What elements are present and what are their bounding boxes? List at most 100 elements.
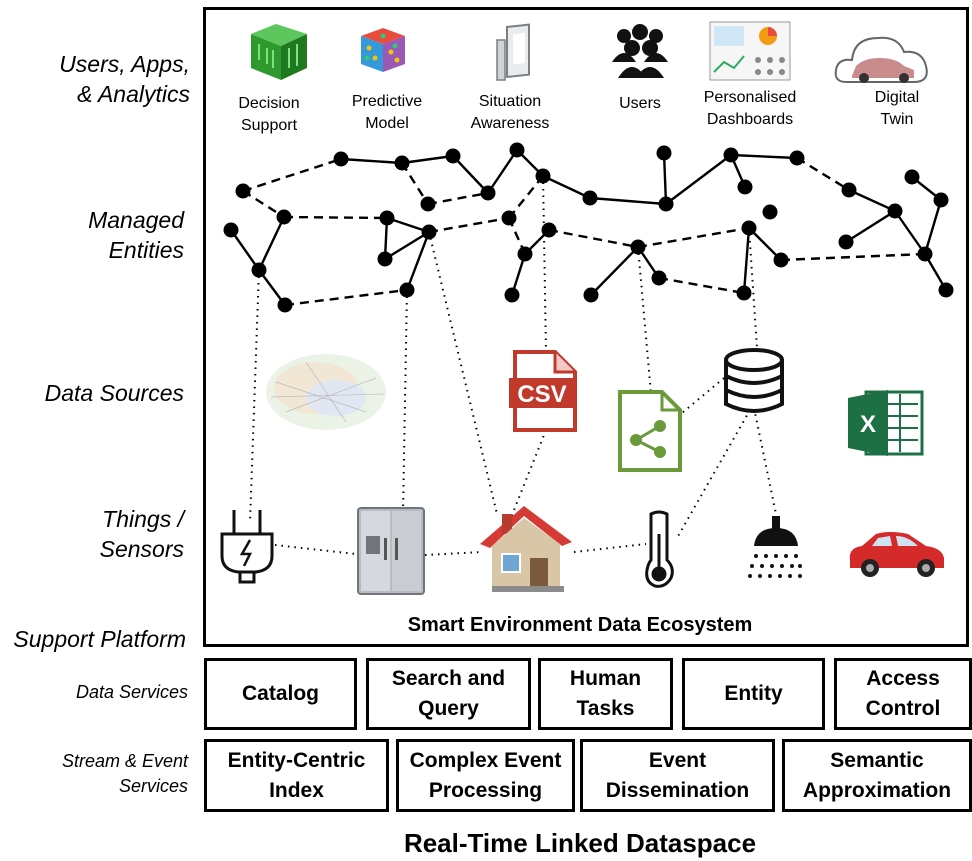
csv-file-icon: CSV xyxy=(509,350,577,432)
app-label-personalised-dashboards: Personalised Dashboards xyxy=(703,89,797,128)
layer-label-data-services: Data Services xyxy=(75,682,188,702)
entity-node xyxy=(277,297,293,313)
app-label-users: Users xyxy=(619,95,661,112)
entity-node xyxy=(333,151,349,167)
entity-node xyxy=(741,220,757,236)
entity-node xyxy=(933,192,949,208)
service-entity: Entity xyxy=(682,658,825,730)
entity-node xyxy=(445,148,461,164)
entity-node xyxy=(223,222,239,238)
entity-node xyxy=(841,182,857,198)
entity-node xyxy=(904,169,920,185)
entity-link-dashed xyxy=(637,226,750,249)
entity-link-solid xyxy=(487,149,518,194)
entity-node xyxy=(651,270,667,286)
source-link-dotted xyxy=(274,544,366,556)
csv-file-text: CSV xyxy=(517,381,566,408)
entity-link-dashed xyxy=(796,156,850,192)
entity-node xyxy=(379,210,395,226)
entity-link-solid xyxy=(923,199,943,255)
entity-node xyxy=(630,239,646,255)
digital-twin-cloud-car-icon xyxy=(834,36,928,83)
service-event-dissemination: Event Dissemination xyxy=(580,739,775,812)
entity-link-solid xyxy=(452,155,489,194)
thermometer-icon xyxy=(645,510,674,588)
source-link-dotted xyxy=(428,231,498,515)
entity-node xyxy=(394,155,410,171)
predictive-model-cube-icon xyxy=(361,28,405,72)
entity-node xyxy=(235,183,251,199)
service-human-tasks-label: Human Tasks xyxy=(569,667,642,720)
source-link-dotted xyxy=(249,269,260,523)
entity-node xyxy=(773,252,789,268)
service-catalog-label: Catalog xyxy=(241,682,319,705)
entity-node xyxy=(276,209,292,225)
entity-link-solid xyxy=(589,196,667,206)
entity-link-solid xyxy=(590,246,639,296)
layer-label-things-sensors: Things / Sensors xyxy=(99,506,184,562)
source-link-dotted xyxy=(676,409,751,539)
entity-node xyxy=(838,234,854,250)
entity-node xyxy=(938,282,954,298)
layer-label-users-apps: Users, Apps, & Analytics xyxy=(59,51,190,107)
entity-link-dashed xyxy=(242,189,285,219)
entity-node xyxy=(420,196,436,212)
source-link-dotted xyxy=(402,289,408,513)
service-semantic-approximation: Semantic Approximation xyxy=(782,739,972,812)
entity-node xyxy=(656,145,672,161)
excel-file-icon: X xyxy=(848,390,924,456)
entity-link-solid xyxy=(665,154,732,205)
entity-node xyxy=(917,246,933,262)
source-link-dotted xyxy=(542,175,547,353)
source-link-dotted xyxy=(509,429,547,521)
layer-label-data-sources: Data Sources xyxy=(44,380,184,406)
ecosystem-title: Smart Environment Data Ecosystem xyxy=(407,614,753,636)
car-icon xyxy=(849,532,944,577)
service-entity-label: Entity xyxy=(724,682,783,705)
entity-link-solid xyxy=(401,154,454,165)
service-entity-centric-index-label: Entity-Centric Index xyxy=(227,748,366,802)
entity-link-dashed xyxy=(242,157,342,193)
entity-node xyxy=(737,179,753,195)
entity-link-dashed xyxy=(427,191,489,206)
users-group-icon xyxy=(612,24,668,78)
entity-node xyxy=(504,287,520,303)
service-access-control-label: Access Control xyxy=(865,667,941,720)
entity-link-dashed xyxy=(658,276,745,295)
entity-link-solid xyxy=(845,209,896,244)
source-link-dotted xyxy=(573,543,647,553)
entity-link-solid xyxy=(230,229,260,271)
app-label-digital-twin: Digital Twin xyxy=(874,89,920,128)
layer-label-stream-event: Stream & Event Services xyxy=(61,751,188,796)
entity-link-dashed xyxy=(508,175,544,219)
entity-link-dashed xyxy=(548,228,639,249)
shared-file-icon xyxy=(618,390,682,472)
dashboard-icon xyxy=(709,21,791,81)
entity-node xyxy=(535,168,551,184)
entity-node xyxy=(583,287,599,303)
app-label-decision-support: Decision Support xyxy=(238,95,300,134)
source-link-dotted xyxy=(424,551,483,556)
entity-node xyxy=(541,222,557,238)
service-human-tasks: Human Tasks xyxy=(538,658,673,730)
source-link-dotted xyxy=(675,377,725,419)
entity-link-solid xyxy=(848,188,896,213)
main-title: Real-Time Linked Dataspace xyxy=(403,828,757,858)
entity-node xyxy=(658,196,674,212)
database-icon xyxy=(724,348,784,413)
knowledge-graph-icon xyxy=(266,354,386,430)
entity-link-solid xyxy=(542,174,591,200)
service-semantic-approximation-label: Semantic Approximation xyxy=(802,748,952,802)
entity-node xyxy=(517,246,533,262)
entity-node xyxy=(480,185,496,201)
entity-link-dashed xyxy=(780,252,926,262)
service-search-and-query-label: Search and Query xyxy=(391,667,506,720)
entity-node xyxy=(399,282,415,298)
decision-support-cube-icon xyxy=(251,24,307,80)
source-link-dotted xyxy=(748,227,758,349)
service-event-dissemination-label: Event Dissemination xyxy=(605,748,750,802)
service-catalog: Catalog xyxy=(204,658,357,730)
excel-file-text: X xyxy=(860,411,876,438)
layer-label-managed-entities: Managed Entities xyxy=(88,207,184,263)
entity-link-solid xyxy=(384,230,430,261)
